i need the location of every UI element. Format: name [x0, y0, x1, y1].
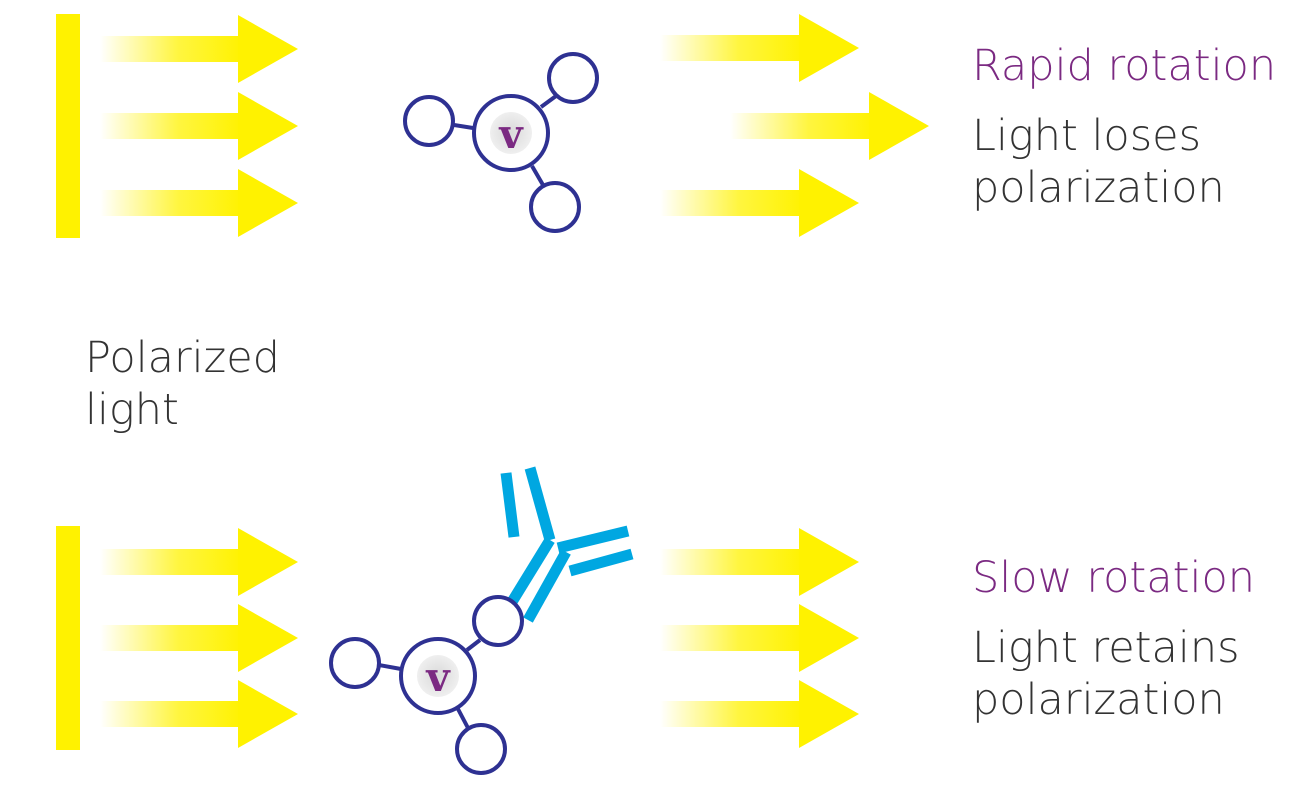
- slow-rotation-description: Light retains polarization: [972, 622, 1240, 727]
- top-scene: v: [56, 14, 929, 238]
- molecule-glyph: v: [498, 111, 524, 158]
- polarized-light-line-2: light: [85, 385, 179, 436]
- light-arrow-icon: [100, 604, 298, 672]
- light-arrow-icon: [660, 169, 859, 237]
- outgoing-arrows-top: [660, 14, 929, 237]
- slow-description-line-1: Light retains: [972, 623, 1240, 673]
- rapid-description-line-2: polarization: [972, 163, 1225, 214]
- light-arrow-icon: [660, 14, 859, 82]
- light-arrow-icon: [660, 528, 859, 596]
- rapid-description-line-1: Light loses: [972, 111, 1202, 161]
- molecule-bead: [455, 723, 507, 775]
- light-source-bar-top: [56, 14, 80, 238]
- molecule-bead: [472, 595, 524, 647]
- molecule-bead: [403, 95, 455, 147]
- light-arrow-icon: [100, 92, 298, 160]
- outgoing-arrows-bottom: [660, 528, 859, 748]
- slow-description-line-2: polarization: [972, 675, 1225, 726]
- slow-rotation-title: Slow rotation: [972, 553, 1256, 603]
- molecule-bead: [329, 637, 381, 689]
- molecule-icon-top: [403, 52, 599, 233]
- light-arrow-icon: [100, 680, 298, 748]
- light-arrow-icon: [100, 528, 298, 596]
- molecule-bead: [529, 181, 581, 233]
- bottom-scene: v: [56, 466, 859, 775]
- rapid-rotation-description: Light loses polarization: [972, 110, 1225, 215]
- light-arrow-icon: [100, 15, 298, 83]
- molecule-bead: [547, 52, 599, 104]
- light-arrow-icon: [100, 169, 298, 237]
- polarized-light-line-1: Polarized: [85, 333, 280, 383]
- molecule-icon-bottom: [329, 595, 524, 775]
- light-arrow-icon: [660, 604, 859, 672]
- light-arrow-icon: [660, 680, 859, 748]
- polarized-light-label: Polarized light: [85, 332, 280, 437]
- incoming-arrows-top: [100, 15, 298, 237]
- light-source-bar-bottom: [56, 526, 80, 750]
- light-arrow-icon: [730, 92, 929, 160]
- antibody-icon: [500, 466, 634, 623]
- rapid-rotation-title: Rapid rotation: [972, 41, 1277, 91]
- incoming-arrows-bottom: [100, 528, 298, 748]
- molecule-glyph: v: [425, 654, 451, 701]
